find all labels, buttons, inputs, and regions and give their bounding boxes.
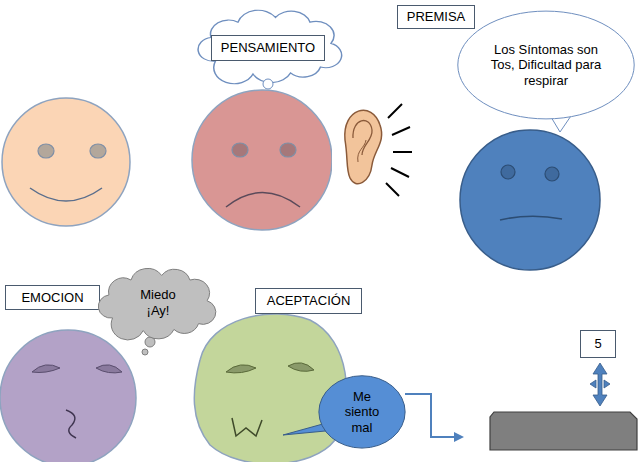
node-text: EMOCION (21, 290, 83, 306)
double-arrow (590, 363, 610, 406)
speech-bubble: Los Síntomas son Tos, Dificultad para re… (456, 10, 636, 120)
acceptance-face (194, 314, 346, 462)
neutral-face (460, 130, 600, 270)
flow-arrow (405, 394, 464, 442)
speech-bubble: Me siento mal (318, 375, 406, 449)
label-box: PENSAMIENTO (211, 35, 325, 61)
thought-cloud: Miedo ¡Ay! (104, 272, 212, 334)
ellipse-shape (458, 11, 634, 119)
happy-face (2, 98, 130, 226)
fear-face (0, 330, 136, 462)
label-box: ACEPTACIÓN (255, 288, 362, 314)
label-box: EMOCION (5, 285, 100, 310)
callout-box: 5 (580, 330, 616, 358)
label-box: PREMISA (397, 5, 475, 29)
cloud-shape (98, 268, 215, 339)
node-text: ACEPTACIÓN (267, 293, 351, 309)
ellipse-shape (319, 376, 405, 448)
node-text: PENSAMIENTO (221, 40, 315, 56)
thought-cloud (198, 10, 342, 99)
node-text: Me siento mal (334, 389, 390, 436)
bar-shape (490, 412, 637, 450)
node-text: PREMISA (407, 9, 466, 25)
sad-face (192, 90, 332, 230)
node-text: Los Síntomas son Tos, Dificultad para re… (486, 42, 606, 89)
ear-icon (332, 95, 412, 200)
node-text: Miedo ¡Ay! (133, 287, 183, 318)
node-text: 5 (594, 336, 601, 352)
thought-dot (142, 349, 148, 355)
